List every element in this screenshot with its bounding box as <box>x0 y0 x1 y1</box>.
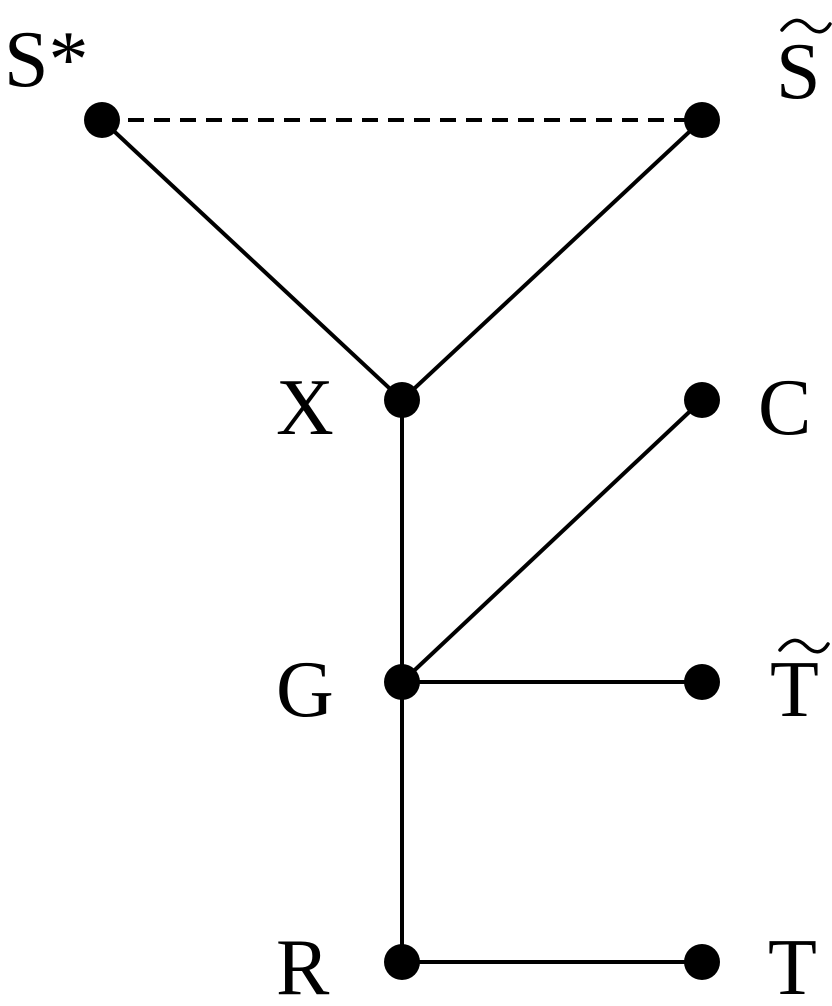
label-t: T <box>768 924 817 1006</box>
node-x <box>384 382 420 418</box>
node-t-tilde <box>684 664 720 700</box>
edge-s-tilde-x <box>400 118 704 402</box>
node-t <box>684 944 720 980</box>
label-g: G <box>276 646 334 734</box>
tilde-accent-s <box>780 18 832 34</box>
node-g <box>384 664 420 700</box>
node-r <box>384 944 420 980</box>
node-c <box>684 382 720 418</box>
label-c: C <box>758 364 811 452</box>
label-s-tilde: S <box>776 28 821 116</box>
node-s-star <box>84 102 120 138</box>
label-s-star: S* <box>4 16 89 104</box>
label-x: X <box>276 364 334 452</box>
node-s-tilde <box>684 102 720 138</box>
edge-s-star-x <box>100 118 404 402</box>
edge-g-c <box>400 398 704 684</box>
label-r: R <box>276 924 330 1006</box>
label-t-tilde: T <box>770 646 819 734</box>
tilde-accent-t <box>778 638 830 654</box>
